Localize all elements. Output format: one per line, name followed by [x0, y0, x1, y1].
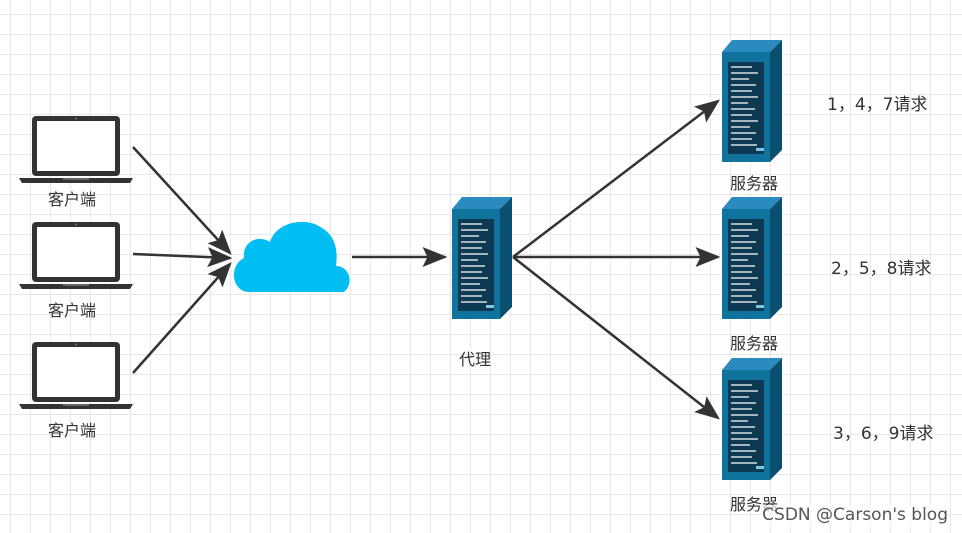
client-label: 客户端: [47, 301, 96, 320]
watermark-text: CSDN @Carson's blog: [762, 505, 948, 525]
client-laptop-icon: [19, 116, 133, 183]
server-label: 服务器: [729, 334, 778, 353]
arrow-proxy-to-server-1: [512, 99, 720, 258]
server-icon: [721, 196, 783, 320]
server-icon: [721, 39, 783, 163]
cloud-icon: [233, 221, 350, 292]
arrow-client-2-to-cloud: [132, 247, 233, 268]
server-2-requests-label: 2，5，8请求: [831, 259, 932, 279]
server-1-requests-label: 1，4，7请求: [827, 95, 928, 115]
client-laptop-icon: [19, 342, 133, 409]
proxy-label: 代理: [458, 350, 491, 369]
server-label: 服务器: [729, 174, 778, 193]
client-label: 客户端: [47, 190, 96, 209]
proxy-server-icon: [451, 196, 513, 320]
arrow-proxy-to-server-3: [512, 256, 720, 420]
arrow-client-3-to-cloud: [132, 262, 232, 374]
arrow-client-1-to-cloud: [132, 146, 232, 255]
client-label: 客户端: [47, 421, 96, 440]
server-3-requests-label: 3，6，9请求: [833, 424, 934, 444]
client-laptop-icon: [19, 222, 133, 289]
server-icon: [721, 357, 783, 481]
